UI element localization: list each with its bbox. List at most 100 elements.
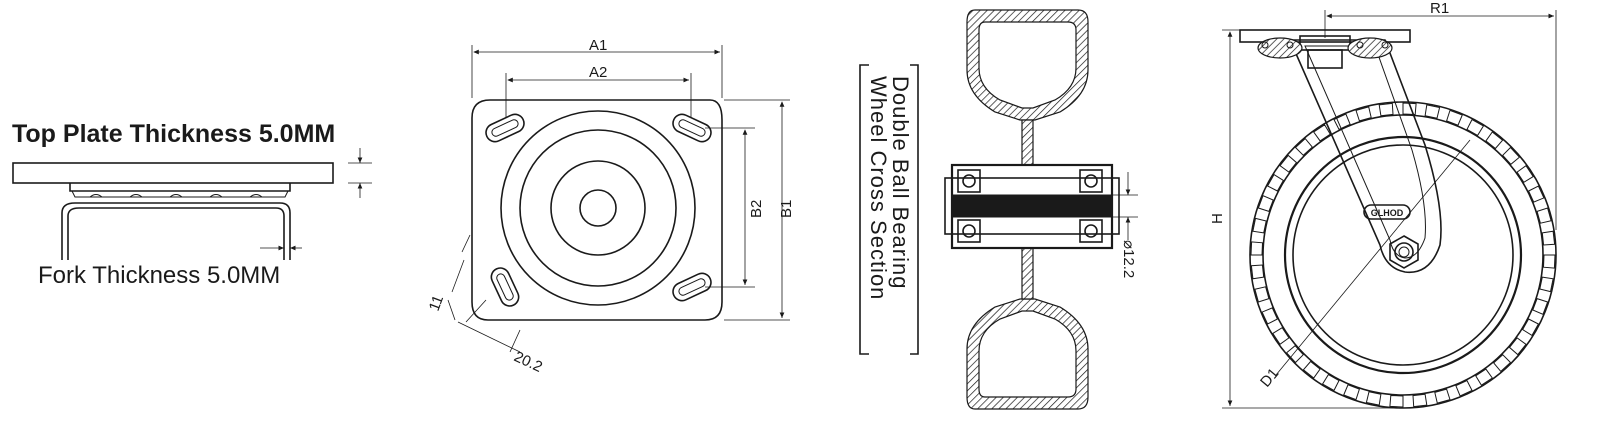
tread-block — [1250, 264, 1265, 280]
tread-block — [1378, 102, 1394, 117]
tread-block — [1365, 391, 1382, 406]
tread-block — [1389, 394, 1404, 408]
tread-block — [1466, 118, 1485, 137]
top-plate-panel: A1 A2 B1 B2 11 — [426, 37, 795, 376]
race-lower — [71, 190, 289, 198]
d1-label: D1 — [1257, 365, 1282, 391]
tread-block — [1434, 388, 1451, 404]
rim-inner — [1292, 144, 1514, 366]
d1-leader — [1275, 139, 1471, 376]
h-label: H — [1209, 213, 1226, 224]
tread-block — [1536, 207, 1552, 224]
tire-tread — [1250, 102, 1556, 408]
r1-label: R1 — [1430, 0, 1449, 17]
tread-block — [1475, 368, 1494, 386]
tread-block — [1541, 230, 1556, 246]
mounting-slots — [485, 113, 712, 307]
tire-bottom-hollow — [978, 310, 1077, 398]
axle-nut — [1389, 235, 1419, 269]
a2-label: A2 — [589, 64, 607, 81]
tread-block — [1321, 373, 1340, 392]
tread-block — [1252, 217, 1267, 234]
bearings — [957, 169, 1103, 243]
plate-ring-mid — [519, 129, 677, 287]
brand-badge — [1363, 204, 1411, 220]
axle-diameter-label: ⌀12.2 — [1120, 240, 1137, 278]
b2-dimension — [705, 127, 755, 288]
fork-inner — [67, 207, 285, 260]
rim-web-top — [1021, 119, 1034, 166]
tread-block — [1343, 384, 1361, 401]
slot-length-dimension — [457, 299, 521, 353]
tire-tread-inner — [1262, 114, 1544, 396]
tire-outer — [1249, 101, 1557, 409]
tread-block — [1257, 195, 1274, 213]
tread-block — [1261, 307, 1279, 325]
tread-block — [1485, 131, 1504, 150]
thickness-panel: Top Plate Thickness 5.0MM Fork Thickness… — [12, 120, 372, 289]
tread-block — [1502, 146, 1521, 165]
r1-dimension — [1324, 10, 1557, 230]
rim-web-bottom — [1021, 247, 1034, 300]
tread-block — [1527, 185, 1545, 203]
fork-outer — [61, 202, 291, 260]
plate-ring-inner — [550, 160, 646, 256]
section-title-line1: Double Ball Bearing — [888, 76, 913, 289]
tread-block — [1532, 297, 1549, 315]
title-bracket-right — [910, 64, 919, 355]
tread-block — [1333, 113, 1351, 131]
tread-block — [1493, 354, 1512, 373]
tread-block — [1516, 164, 1534, 183]
fork-thickness-label: Fork Thickness 5.0MM — [38, 262, 280, 289]
hub-flange — [944, 177, 1120, 235]
tread-block — [1312, 124, 1331, 142]
axle-diameter-dimension — [1112, 172, 1138, 240]
a1-dimension — [471, 45, 723, 98]
tire-top-hollow — [978, 21, 1077, 109]
tread-block — [1285, 345, 1304, 364]
brand-logo: GLHOD — [1371, 208, 1404, 218]
tread-block — [1539, 276, 1554, 293]
top-plate-dimension — [348, 148, 372, 198]
b1-label: B1 — [778, 200, 795, 218]
cross-section-panel: Double Ball Bearing Wheel Cross Section — [859, 9, 1138, 410]
a1-label: A1 — [589, 37, 607, 54]
section-title-line2: Wheel Cross Section — [866, 76, 891, 300]
fork-leg-outer — [1288, 39, 1442, 274]
title-bracket-left — [859, 64, 869, 355]
tread-block — [1272, 327, 1290, 346]
plate-center-hole — [579, 189, 617, 227]
slot-width-label: 11 — [426, 293, 447, 313]
side-view-panel: GLHOD D1 R1 H — [1209, 0, 1557, 409]
tread-block — [1445, 109, 1463, 126]
tread-block — [1279, 154, 1298, 173]
tread-block — [1542, 254, 1556, 269]
tread-block — [1250, 241, 1264, 256]
race-outline — [69, 183, 291, 192]
tread-block — [1302, 360, 1321, 379]
tread-block — [1402, 102, 1417, 116]
plate-outline — [471, 99, 723, 321]
tread-block — [1355, 106, 1372, 122]
slot-width-dimension — [447, 234, 471, 321]
rim-outer — [1283, 135, 1523, 375]
tread-block — [1508, 337, 1527, 356]
tread-block — [1455, 379, 1473, 397]
axle-bore — [951, 194, 1113, 218]
a2-dimension — [505, 73, 692, 118]
top-plate-outline — [12, 162, 334, 184]
top-plate-thickness-label: Top Plate Thickness 5.0MM — [12, 120, 335, 148]
b2-label: B2 — [748, 200, 765, 218]
b1-dimension — [724, 99, 790, 321]
tread-block — [1294, 137, 1313, 156]
h-dimension — [1222, 29, 1400, 409]
race-balls — [89, 194, 263, 198]
tread-block — [1412, 393, 1428, 408]
tread-block — [1424, 104, 1441, 119]
tread-block — [1266, 173, 1285, 192]
tread-block — [1254, 286, 1270, 303]
tread-block — [1521, 318, 1540, 337]
slot-length-label: 20.2 — [511, 348, 545, 376]
